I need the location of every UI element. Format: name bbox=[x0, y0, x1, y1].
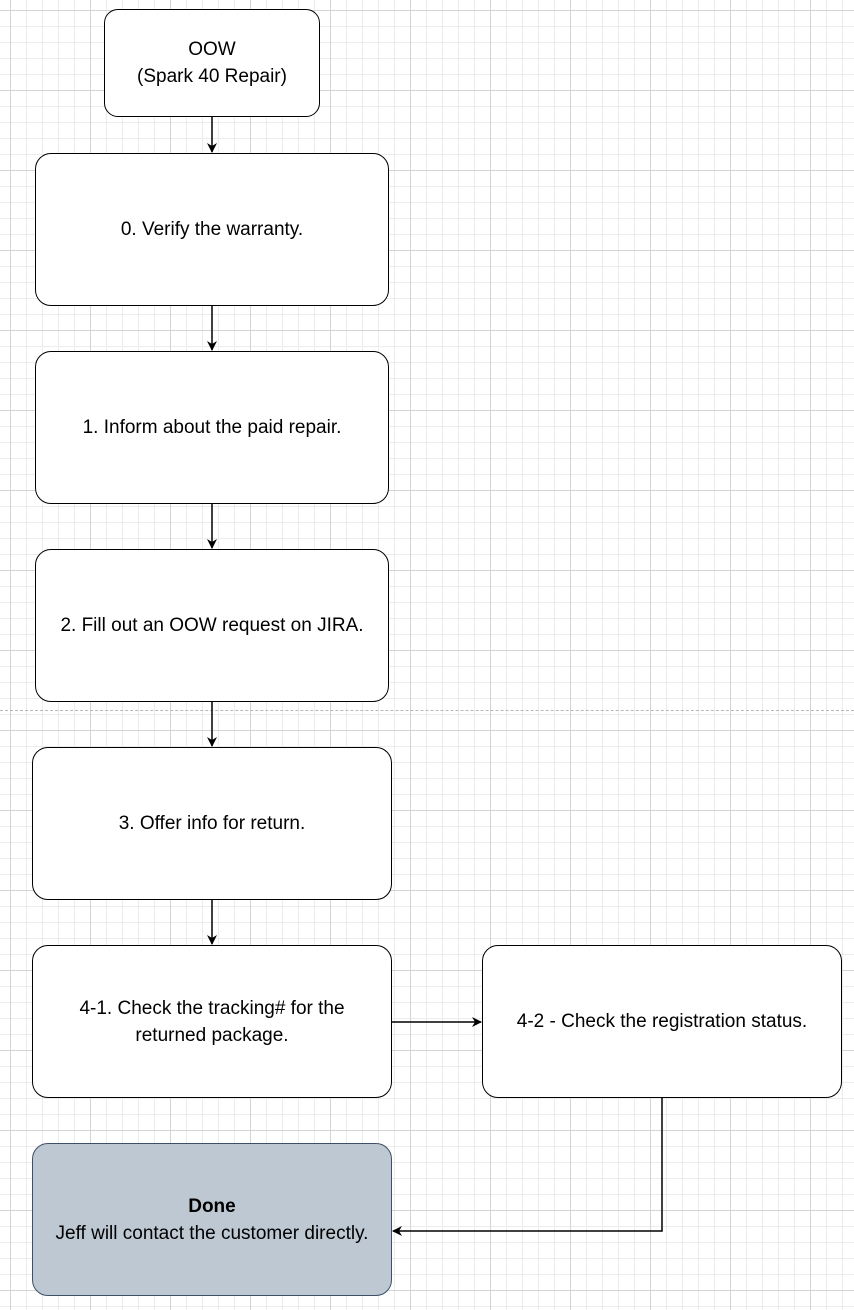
done-node[interactable]: Done Jeff will contact the customer dire… bbox=[32, 1143, 392, 1296]
start-node-subtitle: (Spark 40 Repair) bbox=[137, 66, 287, 87]
step-4-1-label-line2: returned package. bbox=[135, 1024, 289, 1046]
step-3-label: 3. Offer info for return. bbox=[118, 813, 306, 834]
step-4-1-label-line1: 4-1. Check the tracking# for the bbox=[79, 997, 345, 1019]
step-2-node[interactable]: 2. Fill out an OOW request on JIRA. bbox=[35, 549, 389, 702]
start-node-oow[interactable]: OOW (Spark 40 Repair) bbox=[104, 9, 320, 117]
start-node-title: OOW bbox=[188, 39, 236, 60]
step-3-node[interactable]: 3. Offer info for return. bbox=[32, 747, 392, 900]
done-node-title: Done bbox=[188, 1195, 236, 1217]
step-2-label: 2. Fill out an OOW request on JIRA. bbox=[60, 615, 364, 636]
step-4-2-label: 4-2 - Check the registration status. bbox=[516, 1011, 808, 1032]
step-4-1-node[interactable]: 4-1. Check the tracking# for the returne… bbox=[32, 945, 392, 1098]
done-node-label: Jeff will contact the customer directly. bbox=[55, 1222, 369, 1244]
step-1-node[interactable]: 1. Inform about the paid repair. bbox=[35, 351, 389, 504]
step-0-node[interactable]: 0. Verify the warranty. bbox=[35, 153, 389, 306]
step-4-2-node[interactable]: 4-2 - Check the registration status. bbox=[482, 945, 842, 1098]
step-1-label: 1. Inform about the paid repair. bbox=[82, 417, 342, 438]
connector-step42-to-done[interactable] bbox=[392, 1098, 663, 1236]
page-break-line bbox=[0, 710, 854, 711]
step-0-label: 0. Verify the warranty. bbox=[120, 219, 304, 240]
